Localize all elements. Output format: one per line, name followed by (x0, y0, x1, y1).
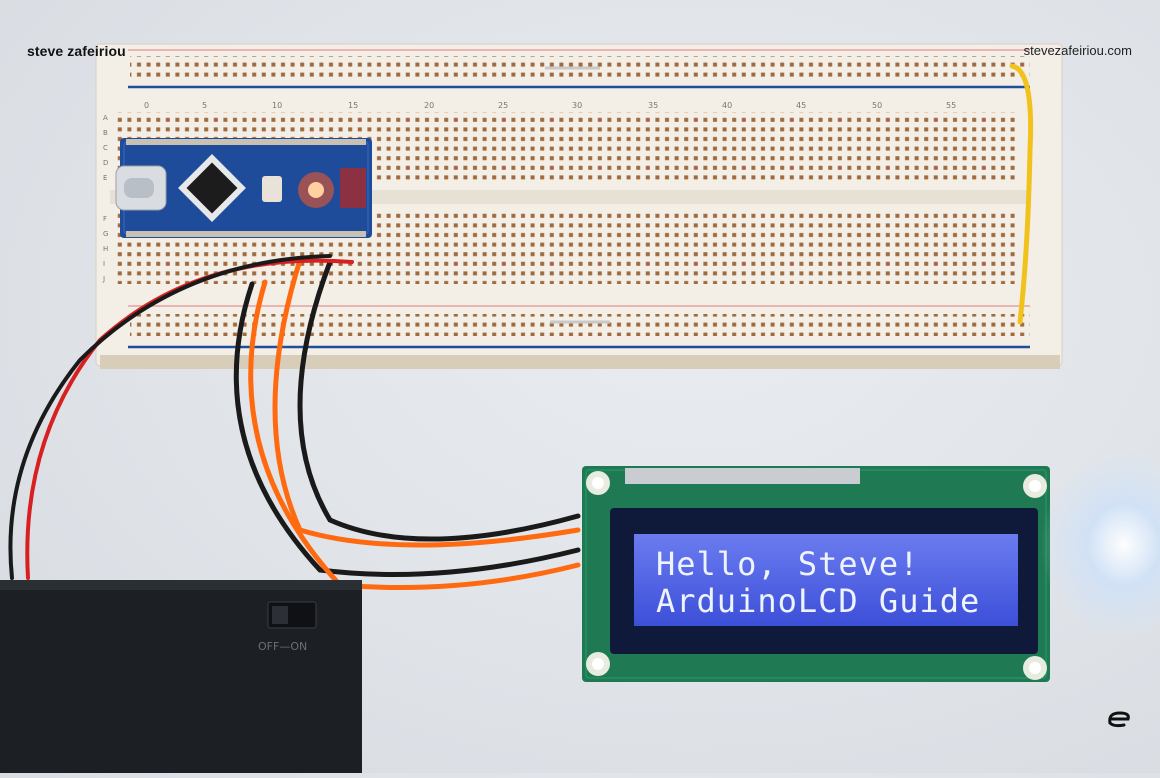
lcd-line-2: ArduinoLCD Guide (656, 582, 980, 620)
column-number: 20 (424, 101, 434, 110)
column-number: 35 (648, 101, 658, 110)
column-numbers: 0 5 10 15 20 25 30 35 40 45 50 55 (144, 101, 956, 110)
column-number: 40 (722, 101, 732, 110)
column-number: 45 (796, 101, 806, 110)
column-number: 55 (946, 101, 956, 110)
e-logo-icon (1108, 711, 1130, 728)
row-letter: C (103, 144, 108, 152)
wire-orange-2 (248, 279, 581, 590)
column-number: 25 (498, 101, 508, 110)
row-letter: D (103, 159, 108, 167)
lcd-module: Hello, Steve! ArduinoLCD Guide (582, 466, 1050, 682)
row-letter: F (103, 215, 107, 223)
row-letter: E (103, 174, 107, 182)
column-number: 15 (348, 101, 358, 110)
row-letters: A B C D E F G H I J (102, 114, 108, 283)
wire-black-battery (8, 254, 332, 580)
author-watermark: steve zafeiriou (27, 43, 126, 59)
column-number: 30 (572, 101, 582, 110)
wire-black (297, 259, 581, 542)
row-letter: H (103, 245, 108, 253)
row-letter: B (103, 129, 108, 137)
column-number: 0 (144, 101, 149, 110)
column-number: 5 (202, 101, 207, 110)
lcd-line-1: Hello, Steve! (656, 545, 919, 583)
arduino-nano-board (115, 138, 372, 238)
column-number: 10 (272, 101, 282, 110)
wires (8, 254, 581, 590)
switch-label: OFF—ON (258, 640, 307, 653)
battery-box: OFF—ON (0, 580, 362, 778)
website-watermark: stevezafeiriou.com (1023, 43, 1132, 58)
row-letter: J (102, 275, 105, 283)
row-letter: I (103, 260, 105, 268)
row-letter: G (103, 230, 108, 238)
row-letter: A (103, 114, 108, 122)
lcd-screen (634, 534, 1018, 626)
column-number: 50 (872, 101, 882, 110)
yellow-jumper-wire (1009, 63, 1034, 325)
wire-black-2 (233, 281, 581, 577)
